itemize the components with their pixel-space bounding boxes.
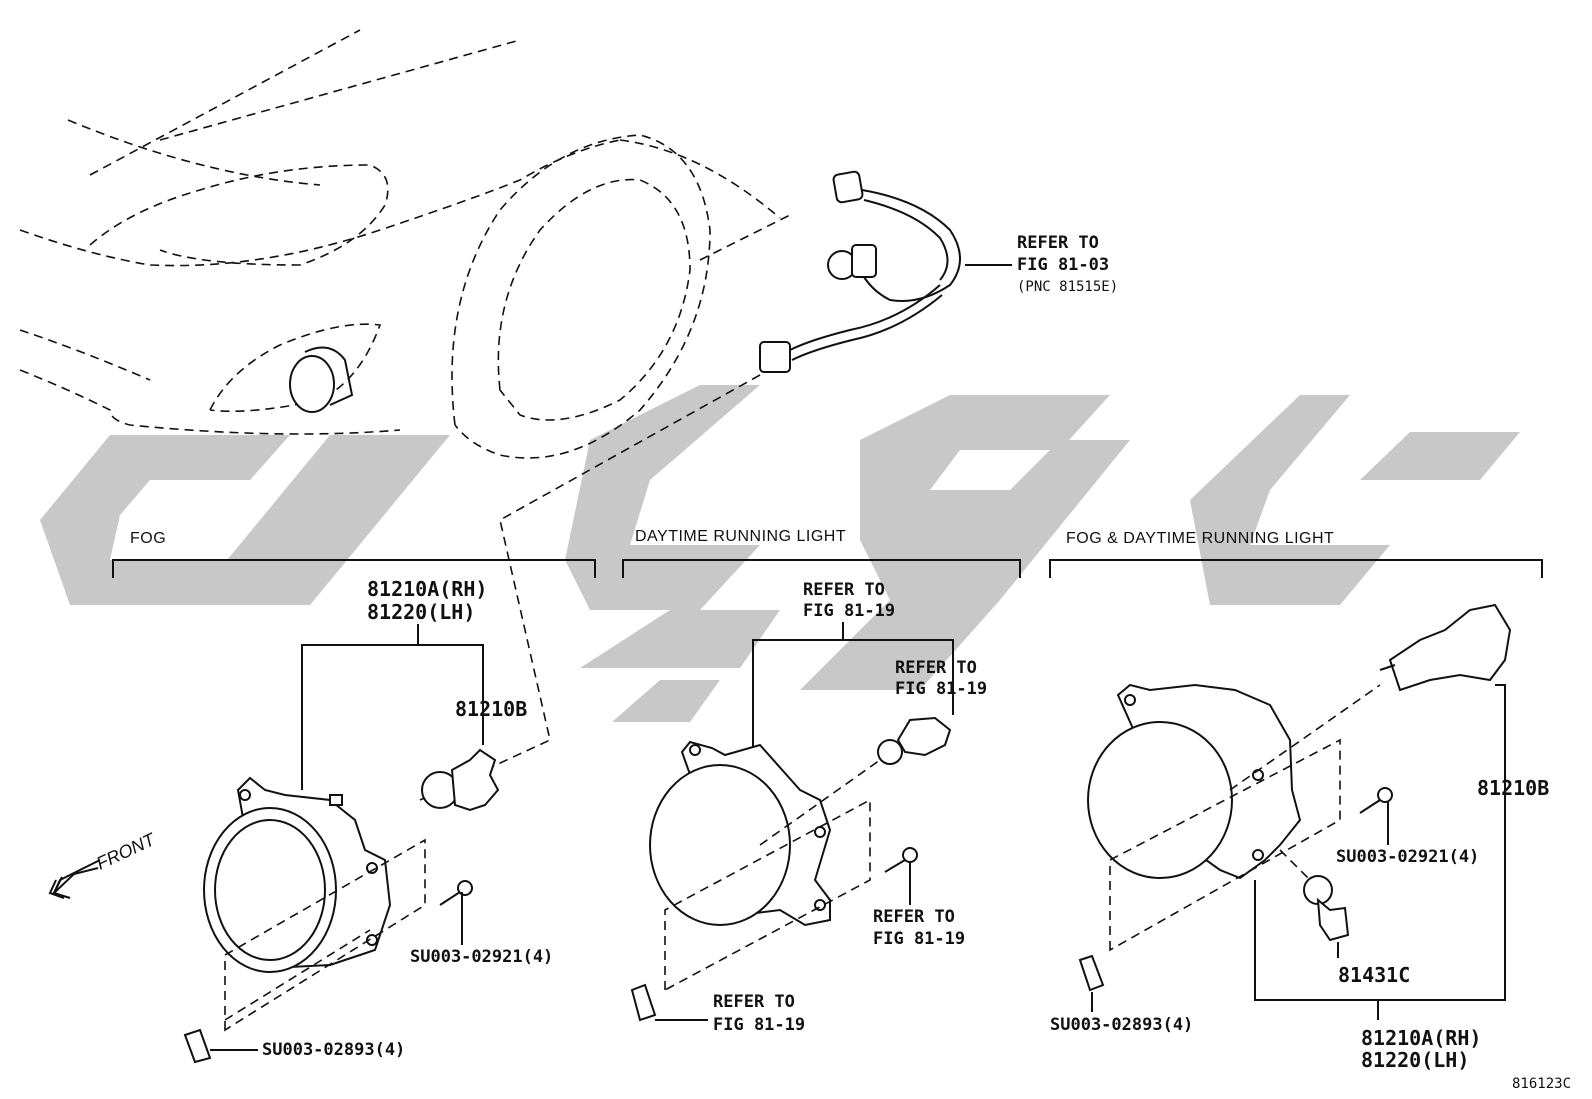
fog-drl-assy-rh-label: 81210A(RH) xyxy=(1361,1026,1481,1050)
arrow-left-icon xyxy=(48,879,65,899)
fog-bulb-label: 81210B xyxy=(455,697,527,721)
drl-ref-bulb-2: FIG 81-19 xyxy=(895,679,987,699)
front-direction-indicator: FRONT xyxy=(48,828,160,899)
fog-drl-mount-leader xyxy=(1109,738,1341,952)
fog-assy-lh-label: 81220(LH) xyxy=(367,600,475,624)
harness-reference-callout: REFER TO FIG 81-03 (PNC 81515E) xyxy=(965,233,1118,295)
pnc-reference: (PNC 81515E) xyxy=(1017,279,1118,295)
harness-connection-leader xyxy=(419,374,761,801)
fog-drl-screw-label: SU003-02921(4) xyxy=(1336,847,1479,867)
fog-lamp-on-vehicle xyxy=(289,355,335,413)
drl-ref-top-1: REFER TO xyxy=(803,580,885,600)
fog-assy-rh-label: 81210A(RH) xyxy=(367,577,487,601)
fog-drl-small-bulb xyxy=(1303,875,1350,942)
drl-ref-top-2: FIG 81-19 xyxy=(803,601,895,621)
drl-screw xyxy=(884,847,918,873)
fog-drl-bulb-leader xyxy=(1229,684,1381,791)
refer-to-label: REFER TO xyxy=(1017,233,1099,253)
drl-ref-clip-1: REFER TO xyxy=(713,992,795,1012)
fog-clip-label: SU003-02893(4) xyxy=(262,1040,405,1060)
drl-callouts: REFER TO FIG 81-19 REFER TO FIG 81-19 RE… xyxy=(655,580,987,1035)
fog-screw xyxy=(439,880,473,906)
fog-drl-drl-bulb-label: 81431C xyxy=(1338,963,1410,987)
figure-code: 816123C xyxy=(1512,1076,1571,1092)
fog-drl-bulb-label: 81210B xyxy=(1477,776,1549,800)
section-fog-drl-header: FOG & DAYTIME RUNNING LIGHT xyxy=(1049,530,1543,578)
front-label: FRONT xyxy=(93,828,159,873)
drl-mount-leader xyxy=(664,798,871,992)
figure-reference: FIG 81-03 xyxy=(1017,255,1109,275)
drl-clip xyxy=(630,983,657,1022)
fog-drl-clip-label: SU003-02893(4) xyxy=(1050,1015,1193,1035)
fog-drl-lamp-assembly xyxy=(1087,683,1302,880)
drl-bulb xyxy=(877,716,952,765)
fog-clip xyxy=(183,1028,212,1064)
section-title-fog: FOG xyxy=(130,530,166,547)
fog-callouts: 81210A(RH) 81220(LH) 81210B SU003-02921(… xyxy=(210,577,553,1060)
section-title-fog-drl: FOG & DAYTIME RUNNING LIGHT xyxy=(1066,530,1334,547)
fog-screw-label: SU003-02921(4) xyxy=(410,947,553,967)
drl-ref-screw-1: REFER TO xyxy=(873,907,955,927)
section-title-drl: DAYTIME RUNNING LIGHT xyxy=(635,528,846,545)
wire-harness xyxy=(759,170,961,373)
drl-ref-clip-2: FIG 81-19 xyxy=(713,1015,805,1035)
drl-ref-bulb-1: REFER TO xyxy=(895,658,977,678)
drl-lamp-assembly xyxy=(649,740,832,927)
fog-mount-leader xyxy=(224,838,426,1032)
fog-drl-callouts: 81210B SU003-02921(4) 81431C SU003-02893… xyxy=(1050,684,1549,1072)
fog-bulb xyxy=(421,748,500,812)
fog-drl-assy-lh-label: 81220(LH) xyxy=(1361,1048,1469,1072)
drl-bulb-leader xyxy=(759,759,881,846)
fog-drl-main-bulb xyxy=(1379,603,1512,692)
fog-drl-clip xyxy=(1078,954,1105,992)
vehicle-front-outline xyxy=(19,29,791,459)
drl-ref-screw-2: FIG 81-19 xyxy=(873,929,965,949)
section-fog-header: FOG xyxy=(112,530,596,578)
section-drl-header: DAYTIME RUNNING LIGHT xyxy=(622,528,1021,578)
watermark-logo xyxy=(40,385,1520,722)
fog-clip-leader xyxy=(224,929,371,1021)
fog-lamp-assembly xyxy=(203,776,392,973)
fog-drl-screw xyxy=(1359,787,1393,814)
fog-drl-small-bulb-leader xyxy=(1279,849,1311,881)
